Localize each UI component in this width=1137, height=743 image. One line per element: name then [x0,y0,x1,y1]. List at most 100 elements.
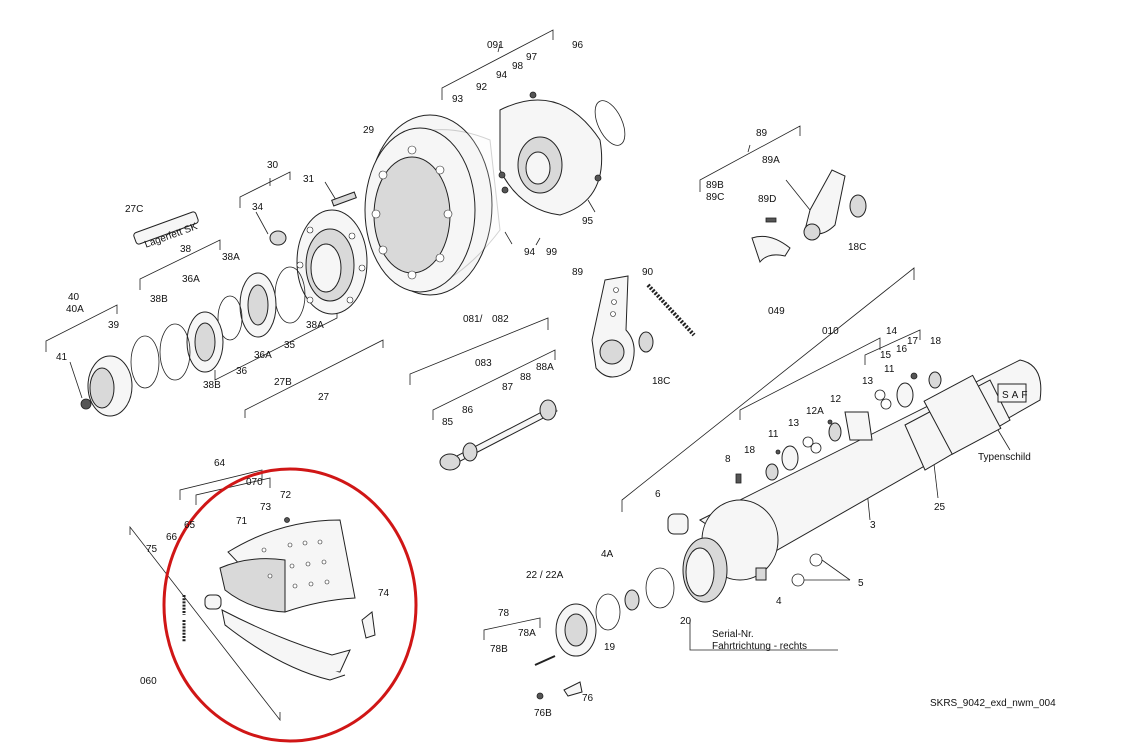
label-27c: 27C [125,204,143,215]
label-97: 97 [526,52,538,63]
label-78b: 78B [490,644,508,655]
brake-shoe-upper [219,517,356,613]
label-089: 89 [756,128,768,139]
label-4a: 4A [601,549,614,560]
label-13-right: 13 [862,376,874,387]
label-8: 8 [725,454,731,465]
label-12: 12 [830,394,842,405]
wheel-hub [296,209,368,315]
axle-beam [682,359,1042,603]
label-16: 16 [896,344,908,355]
label-3: 3 [870,520,876,531]
label-typenschild: Typenschild [978,452,1031,463]
label-95: 95 [582,216,594,227]
label-74: 74 [378,588,390,599]
label-27b: 27B [274,377,292,388]
label-92: 92 [476,82,488,93]
ring-36a [217,295,243,341]
label-64: 64 [214,458,226,469]
label-35: 35 [284,340,296,351]
label-38: 38 [180,244,192,255]
label-070: 070 [246,477,263,488]
label-4: 4 [776,596,782,607]
label-94-top: 94 [496,70,508,81]
label-89: 89 [572,267,584,278]
highlight-circle [162,467,418,743]
label-89c: 89C [706,192,724,203]
label-15: 15 [880,350,892,361]
label-40: 40 [68,292,80,303]
part-labels: 091 96 97 98 94 93 92 29 30 31 95 94 99 … [56,40,1056,719]
seal-39 [130,335,160,389]
camshaft [439,399,558,471]
label-29: 29 [363,125,375,136]
label-34: 34 [252,202,264,213]
label-18-left: 18 [744,445,756,456]
label-99: 99 [546,247,558,258]
label-88a: 88A [536,362,554,373]
grease-tube [133,211,199,245]
label-85: 85 [442,417,454,428]
label-96: 96 [572,40,584,51]
brake-drum [364,114,501,296]
label-11-left: 11 [768,429,779,440]
hub-cap [80,355,133,417]
axle-small-parts [667,371,942,587]
label-86: 86 [462,405,474,416]
label-89b: 89B [706,180,724,191]
label-serial: Serial-Nr. [712,629,754,640]
label-36: 36 [236,366,248,377]
label-76: 76 [582,693,594,704]
label-13-left: 13 [788,418,800,429]
bushing-18c [849,194,867,218]
label-20: 20 [680,616,692,627]
shoe-roller [204,594,222,610]
label-87: 87 [502,382,514,393]
dust-shield [498,91,603,216]
label-11-right: 11 [884,364,895,375]
label-drawing-code: SKRS_9042_exd_nwm_004 [930,698,1056,709]
label-17: 17 [907,336,919,347]
label-12a: 12A [806,406,824,417]
label-saf: SAF [1002,390,1030,401]
label-6: 6 [655,489,661,500]
label-65: 65 [184,520,196,531]
wheel-nut [269,230,287,246]
label-18c-middle: 18C [652,376,670,387]
label-082: 082 [492,314,509,325]
label-18c-upper: 18C [848,242,866,253]
label-71: 71 [236,516,248,527]
label-010: 010 [822,326,839,337]
label-38a-lower: 38A [306,320,324,331]
label-18-right: 18 [930,336,942,347]
label-5: 5 [858,578,864,589]
label-98: 98 [512,61,524,72]
label-091: 091 [487,40,504,51]
slack-adjuster-middle [591,275,654,378]
label-38b: 38B [150,294,168,305]
seal-ring-38a [274,266,306,324]
label-94-bottom: 94 [524,247,536,258]
label-78: 78 [498,608,510,619]
label-39: 39 [108,320,120,331]
label-40a: 40A [66,304,84,315]
label-22-22a: 22 / 22A [526,570,564,581]
label-36a: 36A [182,274,200,285]
label-27: 27 [318,392,330,403]
label-75: 75 [146,544,158,555]
label-41: 41 [56,352,68,363]
label-14: 14 [886,326,898,337]
label-083: 083 [475,358,492,369]
label-76b: 76B [534,708,552,719]
label-19: 19 [604,642,616,653]
label-66: 66 [166,532,178,543]
screw-95 [594,174,602,182]
label-049: 049 [768,306,785,317]
label-90: 90 [642,267,654,278]
slack-adjuster-upper [751,169,867,264]
label-060: 060 [140,676,157,687]
clip-74 [361,611,376,639]
label-88: 88 [520,372,532,383]
